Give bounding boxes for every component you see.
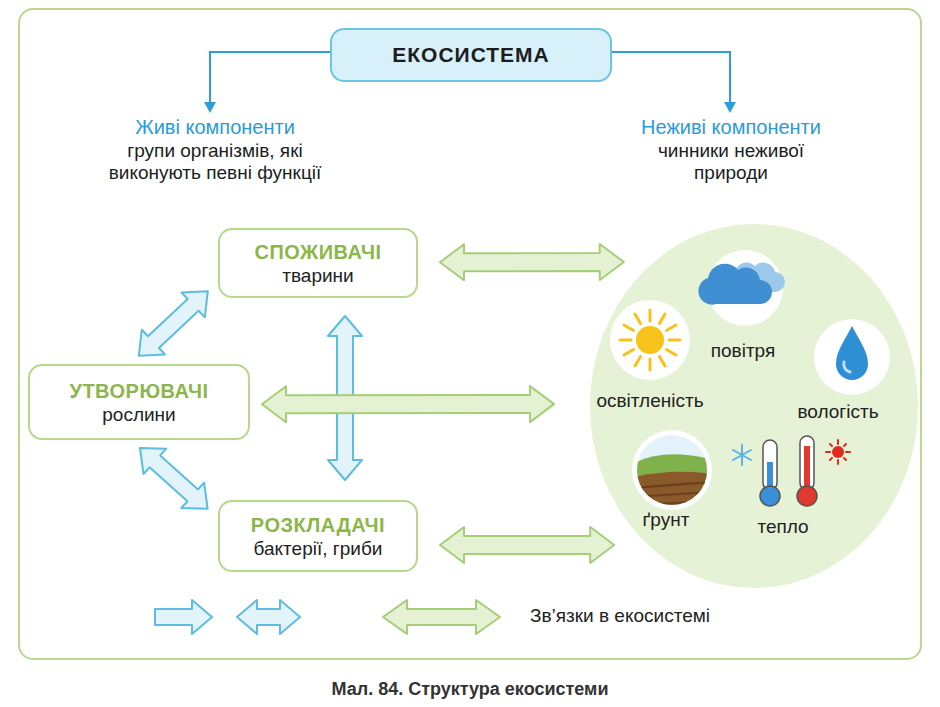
link-arrow bbox=[139, 291, 208, 356]
branch-arrowhead bbox=[724, 102, 736, 113]
figure-caption: Мал. 84. Структура екосистеми bbox=[150, 679, 790, 700]
group-heading: Неживі компоненти bbox=[581, 115, 881, 139]
branch-line bbox=[612, 52, 730, 104]
group-box: СПОЖИВАЧІтварини bbox=[218, 228, 418, 298]
link-arrow bbox=[262, 386, 554, 422]
factor-label: ґрунт bbox=[643, 509, 690, 531]
legend-arrow-sample bbox=[383, 600, 500, 634]
group-heading: Живі компоненти bbox=[65, 115, 365, 139]
legend-arrow-sample bbox=[237, 600, 300, 634]
link-arrow bbox=[328, 316, 362, 480]
factor-label: вологість bbox=[797, 401, 878, 423]
factor-label: повітря bbox=[711, 340, 776, 362]
branch-line bbox=[210, 52, 330, 104]
link-arrow bbox=[140, 448, 208, 509]
group-box: УТВОРЮВАЧІрослини bbox=[28, 364, 250, 440]
branch-arrowhead bbox=[204, 102, 216, 113]
group-description: групи організмів, які виконують певні фу… bbox=[79, 140, 351, 184]
group-box: РОЗКЛАДАЧІбактерії, гриби bbox=[218, 500, 418, 572]
legend-arrow-sample bbox=[155, 600, 212, 634]
node-heading: УТВОРЮВАЧІ bbox=[69, 379, 208, 403]
factor-label: освітленість bbox=[596, 390, 703, 412]
ecosystem-box: ЕКОСИСТЕМА bbox=[330, 28, 612, 82]
node-heading: СПОЖИВАЧІ bbox=[254, 240, 381, 264]
node-body: бактерії, гриби bbox=[254, 537, 383, 560]
factor-label: тепло bbox=[757, 516, 808, 538]
link-arrow bbox=[440, 527, 614, 563]
node-body: тварини bbox=[282, 264, 353, 287]
group-description: чинники неживої природи bbox=[626, 140, 836, 184]
outer-frame bbox=[19, 9, 921, 659]
link-arrow bbox=[440, 244, 624, 280]
legend-text: Зв’язки в екосистемі bbox=[530, 605, 710, 627]
node-heading: РОЗКЛАДАЧІ bbox=[251, 513, 385, 537]
node-title: ЕКОСИСТЕМА bbox=[392, 43, 550, 67]
node-body: рослини bbox=[102, 403, 175, 426]
abiotic-circle: повітря освітленість вологість ґрунт тепло bbox=[590, 224, 918, 588]
